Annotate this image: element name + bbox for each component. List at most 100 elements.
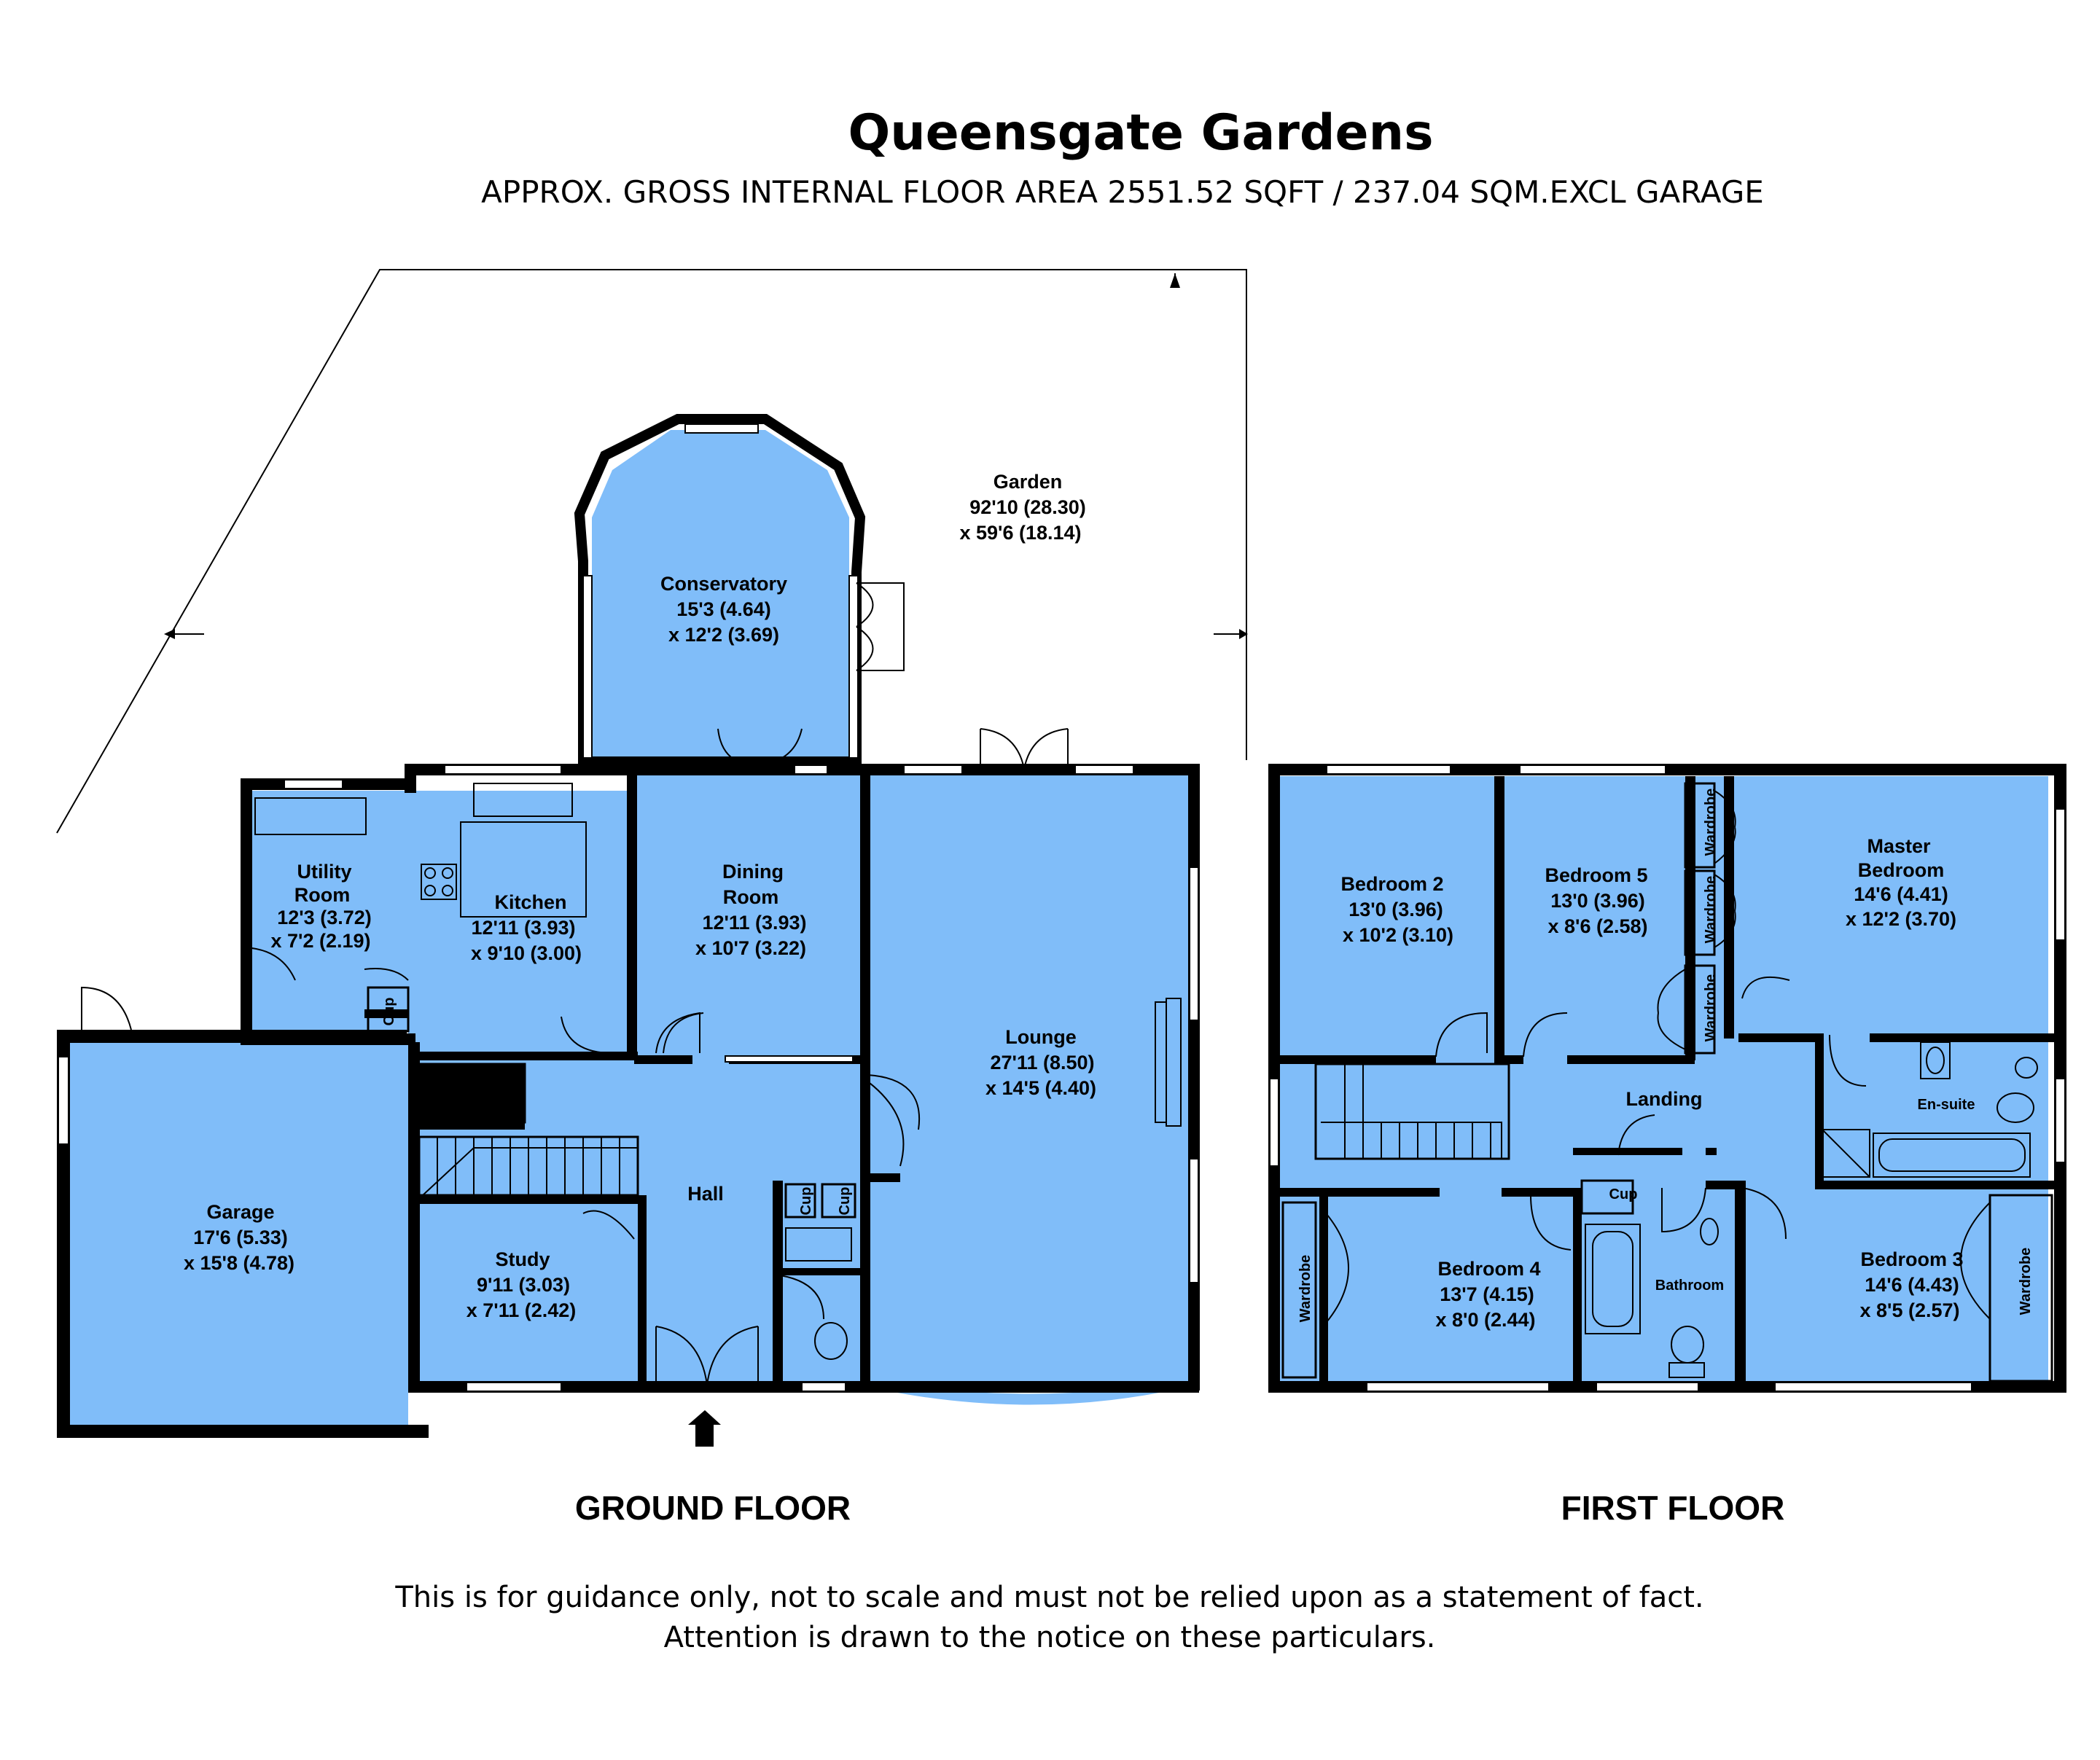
lounge-bay (875, 1381, 1181, 1405)
window (684, 423, 759, 434)
wardrobe-3 (1684, 964, 1716, 1055)
garden-dim2: x 59'6 (18.14) (959, 522, 1081, 544)
study-dim2: x 7'11 (2.42) (467, 1299, 577, 1321)
window (725, 1055, 854, 1063)
ground-floor-label: GROUND FLOOR (575, 1489, 851, 1527)
kitchen-dim2: x 9'10 (3.00) (471, 942, 582, 964)
first-floor-area (1279, 776, 2048, 1388)
wardrobe-door-icon (1714, 790, 1736, 948)
arrow-icon (164, 629, 175, 639)
cloakroom-basin-icon (785, 1227, 852, 1262)
window (1074, 764, 1134, 775)
door-icon (561, 1016, 613, 1054)
window (582, 575, 593, 759)
ensuite-basin-bowl-icon (1926, 1047, 1945, 1074)
window (903, 764, 963, 775)
wardrobe-door-icon (1657, 969, 1686, 1050)
window (1269, 1078, 1279, 1167)
utility-label-1: Utility (297, 861, 351, 883)
door-icon (1661, 1187, 1706, 1233)
bedroom3-dim1: 14'6 (4.43) (1865, 1274, 1959, 1296)
cup-cupboard (414, 1063, 526, 1124)
cloakroom-toilet-icon (814, 1322, 848, 1360)
dining-label-1: Dining (722, 861, 784, 883)
page-title: Queensgate Gardens (848, 104, 1433, 162)
garage-room (66, 1042, 408, 1428)
bedroom5-dim1: 13'0 (3.96) (1550, 890, 1645, 912)
bathroom-basin-icon (1700, 1218, 1719, 1245)
dining-dim1: 12'11 (3.93) (702, 912, 806, 934)
hob-ring-icon (424, 867, 436, 879)
door-icon (856, 582, 905, 671)
wardrobe-2 (1684, 869, 1716, 956)
master-label-2: Bedroom (1858, 859, 1945, 881)
door-icon (663, 1012, 704, 1054)
ground-floor-plan: Garden 92'10 (28.30) x 59'6 (18.14) Cons… (56, 269, 1248, 1527)
bedroom5-dim2: x 8'6 (2.58) (1547, 915, 1647, 937)
door-icon (1435, 1012, 1488, 1057)
bedroom3-dim2: x 8'5 (2.57) (1859, 1299, 1959, 1321)
conservatory-label: Conservatory (660, 573, 787, 595)
study-label: Study (495, 1248, 550, 1270)
page-subtitle: APPROX. GROSS INTERNAL FLOOR AREA 2551.5… (481, 174, 1764, 210)
dining-dim2: x 10'7 (3.22) (695, 937, 806, 959)
window (801, 1382, 846, 1392)
kitchen-counter (460, 821, 587, 918)
shower-icon (1822, 1129, 1870, 1178)
conservatory-room (592, 430, 849, 762)
bedroom4-label: Bedroom 4 (1437, 1258, 1540, 1280)
bathroom-label: Bathroom (1655, 1278, 1724, 1294)
master-dim2: x 12'2 (3.70) (1846, 908, 1956, 930)
landing-label: Landing (1626, 1088, 1703, 1110)
ensuite-toilet-icon (1996, 1092, 2034, 1123)
window (1596, 1382, 1699, 1392)
window (1519, 764, 1666, 775)
door-icon (1741, 976, 1790, 999)
window (2055, 1078, 2066, 1163)
dining-label-2: Room (723, 886, 779, 908)
door-icon (779, 1275, 824, 1320)
utility-sink-icon (254, 797, 367, 835)
bedroom3-label: Bedroom 3 (1860, 1248, 1963, 1270)
garden-label: Garden (994, 471, 1063, 493)
ensuite-label: En-suite (1918, 1097, 1975, 1113)
bedroom2-label: Bedroom 2 (1340, 873, 1443, 895)
utility-label-2: Room (294, 884, 351, 906)
hall-label: Hall (687, 1183, 724, 1205)
entrance-arrow-icon (688, 1410, 721, 1447)
bedroom4-dim1: 13'7 (4.15) (1440, 1283, 1534, 1305)
kitchen-label: Kitchen (494, 891, 566, 913)
door-icon (1523, 1012, 1568, 1057)
wardrobe-4 (1281, 1201, 1317, 1379)
master-dim1: 14'6 (4.41) (1854, 883, 1948, 905)
hob-icon (421, 864, 457, 900)
first-floor-plan: Bedroom 2 13'0 (3.96) x 10'2 (3.10) Bedr… (1268, 764, 2066, 1527)
window (284, 779, 343, 789)
garage-label: Garage (206, 1201, 274, 1223)
first-cup-label: Cup (1609, 1186, 1638, 1202)
study-dim1: 9'11 (3.03) (477, 1274, 570, 1296)
conservatory-dim2: x 12'2 (3.69) (668, 624, 779, 646)
garage-dim2: x 15'8 (4.78) (184, 1252, 294, 1274)
garden-boundary (56, 269, 1247, 834)
kitchen-sink-icon (473, 783, 573, 817)
master-label-1: Master (1867, 835, 1931, 857)
window (466, 1382, 562, 1392)
window (2055, 808, 2066, 941)
toilet-cistern-icon (1668, 1362, 1705, 1378)
first-stairs (1314, 1063, 1510, 1160)
kitchen-dim1: 12'11 (3.93) (471, 917, 575, 939)
ensuite-sink-icon (2015, 1057, 2038, 1079)
utility-cupboard (367, 986, 410, 1033)
door-icon (240, 947, 296, 981)
conservatory-dim1: 15'3 (4.64) (676, 598, 771, 620)
utility-cup-label: Cup (381, 998, 397, 1026)
hob-ring-icon (424, 885, 436, 896)
bedroom5-label: Bedroom 5 (1545, 864, 1647, 886)
first-cupboard (1580, 1179, 1634, 1215)
door-icon (81, 986, 132, 1030)
wardrobe-label-4: Wardrobe (1297, 1255, 1314, 1323)
hob-ring-icon (442, 885, 453, 896)
door-icon (1530, 1194, 1572, 1251)
